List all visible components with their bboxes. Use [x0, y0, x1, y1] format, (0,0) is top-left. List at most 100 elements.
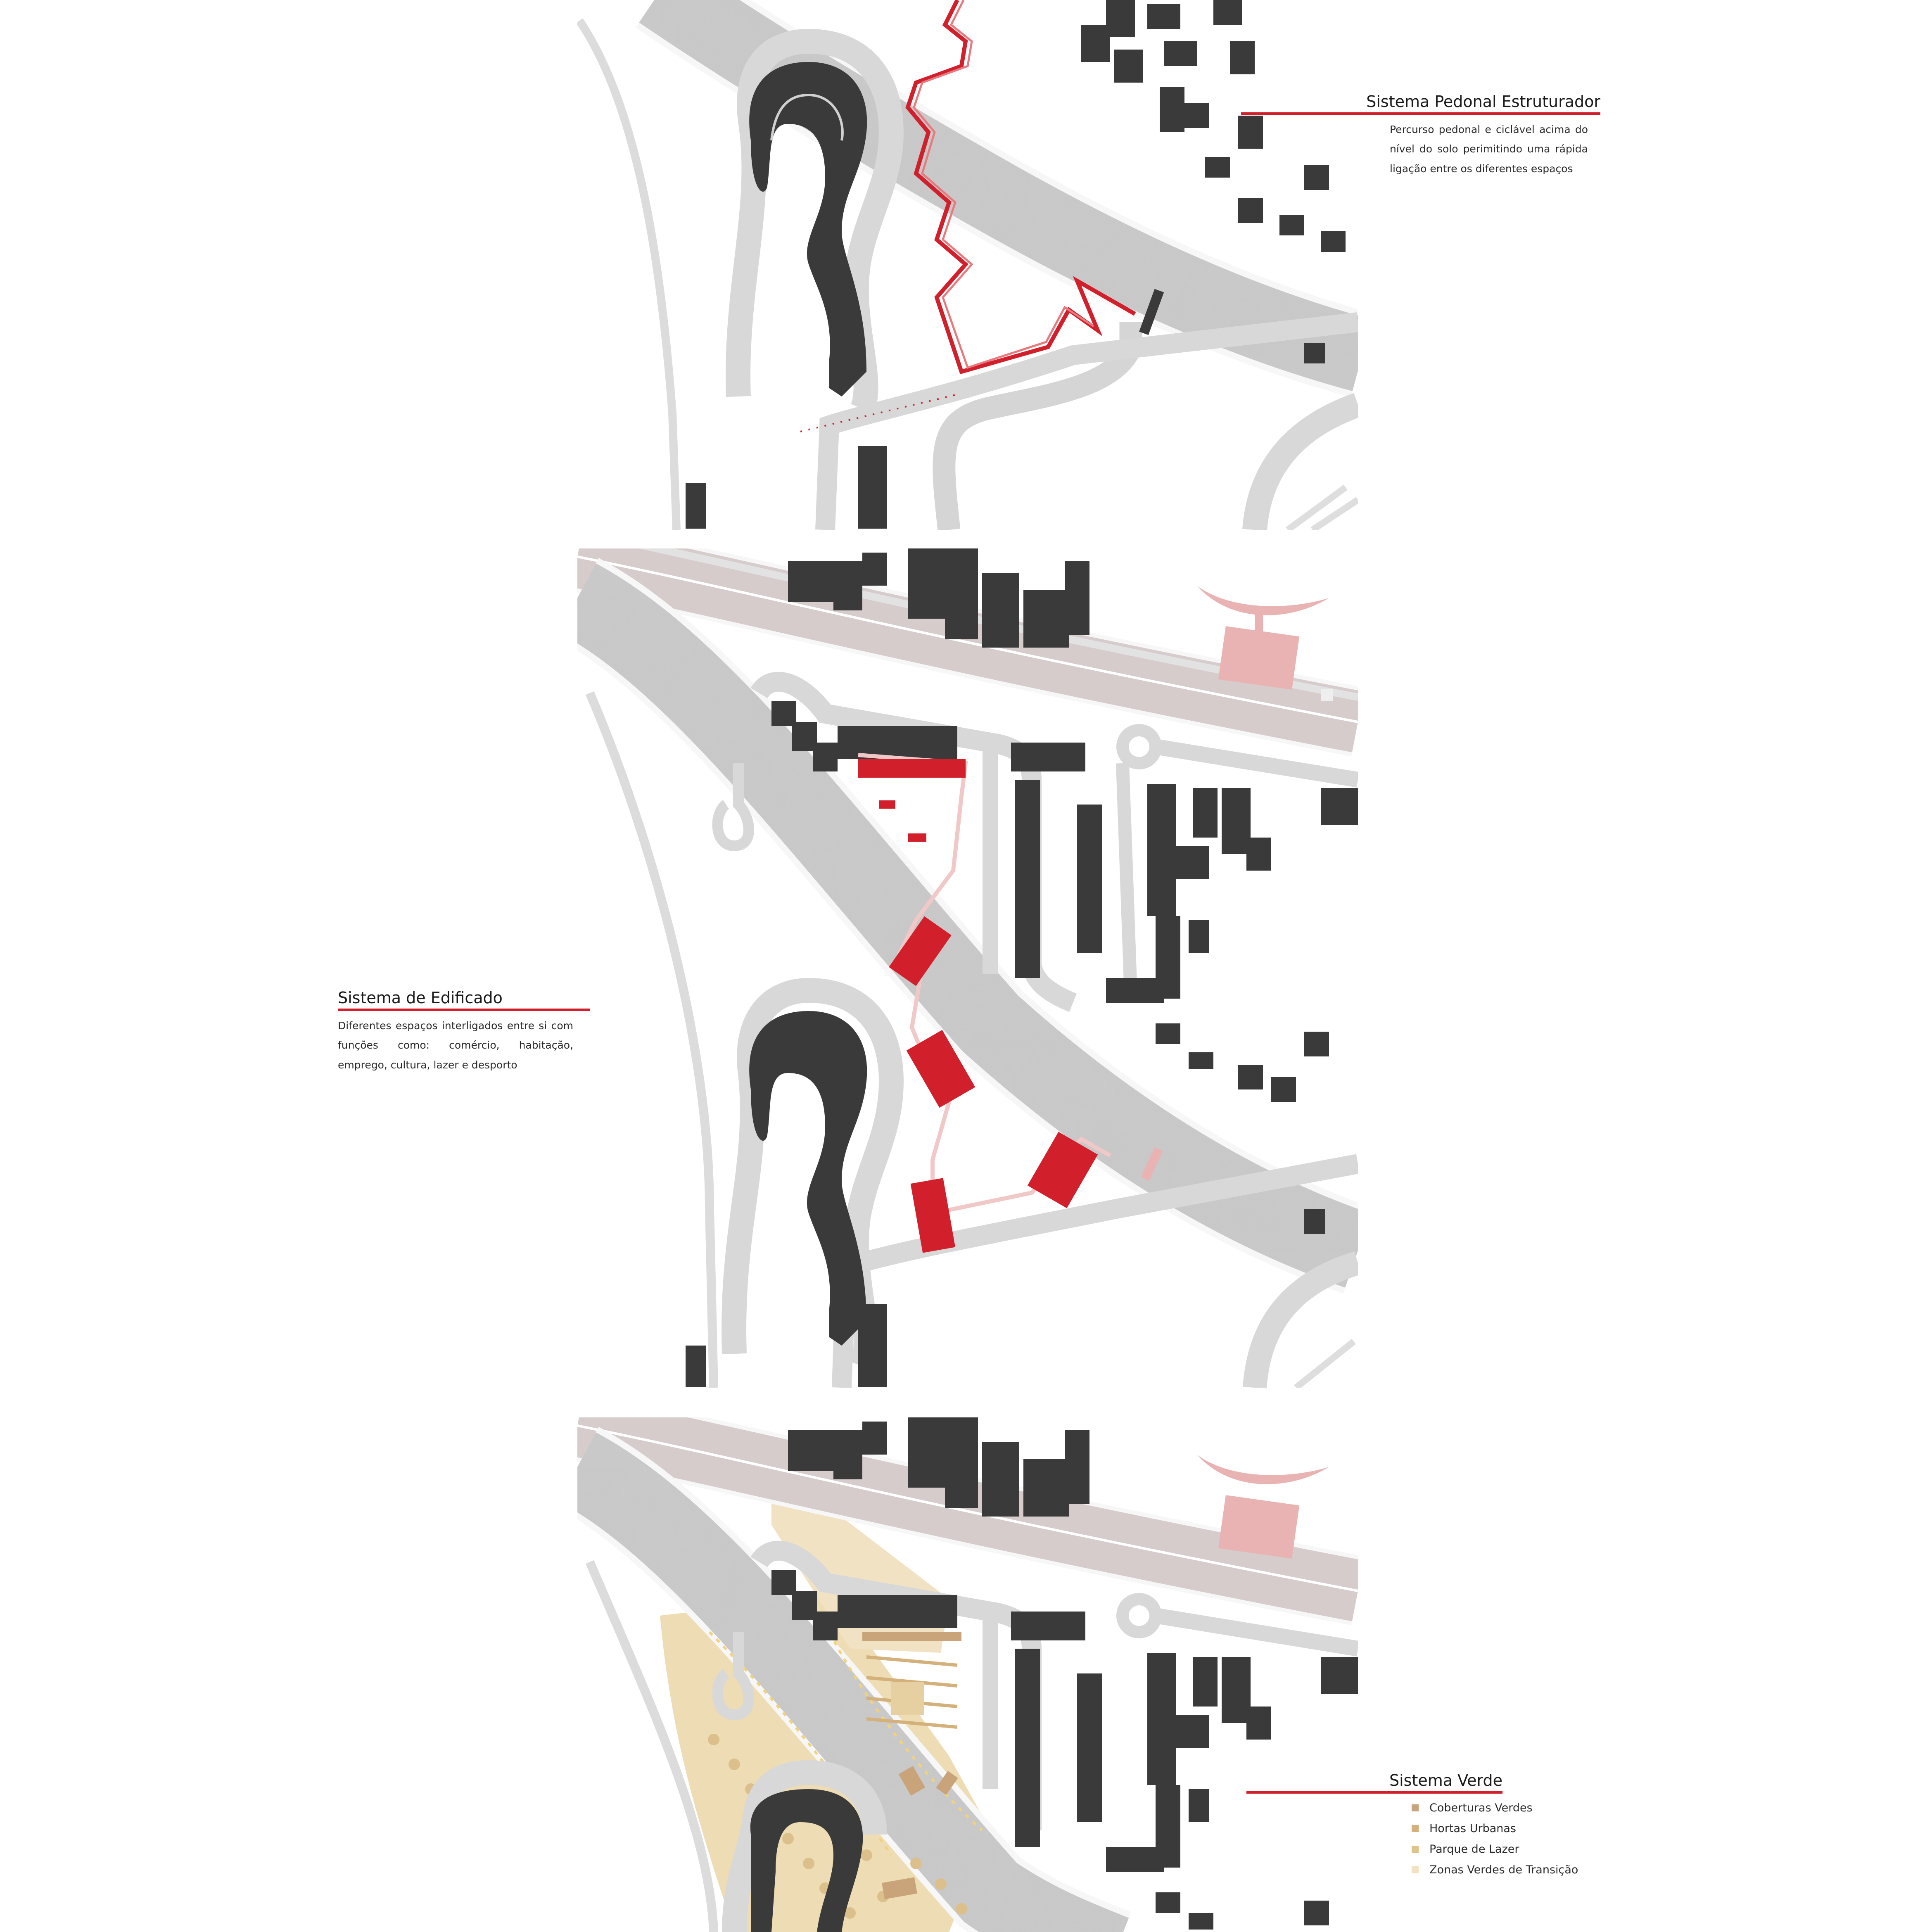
building-block — [1246, 838, 1271, 871]
legend-item: Zonas Verdes de Transição — [1412, 1860, 1578, 1880]
legend-label: Parque de Lazer — [1429, 1842, 1519, 1856]
red-building — [910, 1178, 956, 1253]
building-block — [1205, 157, 1230, 178]
building-block — [1238, 198, 1263, 223]
annotation-description-edificado: Diferentes espaços interligados entre si… — [338, 1019, 573, 1071]
legend-swatch — [1412, 1846, 1419, 1853]
building-block — [1011, 743, 1085, 771]
building-block — [1081, 25, 1110, 62]
building-block — [1139, 289, 1164, 335]
annotation-rule — [1246, 1791, 1502, 1794]
annotation-edificado: Sistema de Edificado Diferentes espaços … — [338, 989, 590, 1075]
loop-road-horseshoe — [722, 978, 904, 1371]
building-block — [1304, 1209, 1325, 1234]
pink-walkway — [858, 753, 1111, 1216]
pink-building — [1141, 1147, 1163, 1181]
pink-canopy — [1197, 586, 1329, 615]
legend-swatch — [1412, 1866, 1419, 1874]
annotation-title-verde: Sistema Verde — [1389, 1771, 1502, 1790]
loop-road — [726, 28, 904, 414]
building-block — [1222, 788, 1251, 854]
building-block — [858, 446, 887, 529]
green-roof — [882, 1877, 917, 1899]
building-block — [1189, 920, 1209, 953]
building-block — [1156, 1023, 1180, 1044]
building-block — [1065, 561, 1089, 635]
legend-label: Hortas Urbanas — [1429, 1822, 1516, 1835]
building-block — [1114, 50, 1143, 83]
pink-building — [1218, 626, 1300, 690]
building-block — [1193, 788, 1218, 838]
annotation-description-pedonal: Percurso pedonal e ciclável acima do nív… — [1390, 123, 1588, 175]
building-block — [1184, 103, 1209, 128]
map-panel-edificado — [577, 548, 1358, 1388]
horseshoe-building — [749, 1011, 867, 1346]
building-block — [1147, 4, 1180, 29]
building-block — [788, 561, 833, 602]
horseshoe-building — [749, 62, 867, 396]
building-block — [1189, 1052, 1213, 1069]
building-block — [1164, 41, 1197, 66]
pedestrian-path-inner — [913, 0, 1094, 369]
building-block — [686, 1346, 706, 1387]
building-block — [1238, 1065, 1263, 1089]
legend-item: Coberturas Verdes — [1412, 1798, 1533, 1818]
legend-swatch — [1412, 1825, 1419, 1832]
building-block — [1238, 116, 1263, 149]
map-verde-svg — [577, 1417, 1358, 1932]
red-building — [908, 833, 926, 842]
annotation-rule — [1241, 112, 1600, 115]
annotation-verde: Sistema Verde Coberturas Verdes Hortas U… — [1246, 1771, 1578, 1880]
building-block — [1279, 215, 1304, 235]
legend-item: Parque de Lazer — [1412, 1839, 1519, 1860]
annotation-title-pedonal: Sistema Pedonal Estruturador — [1366, 93, 1600, 111]
building-block — [838, 726, 957, 759]
side-road — [585, 691, 718, 1388]
building-block — [1015, 780, 1040, 978]
red-building — [889, 916, 952, 986]
legend-item: Hortas Urbanas — [1412, 1818, 1516, 1839]
building-block — [1271, 1077, 1296, 1102]
building-block — [1176, 846, 1209, 879]
map-edificado-svg — [577, 548, 1358, 1388]
horseshoe-building — [750, 1789, 863, 1932]
green-roof — [862, 1632, 961, 1641]
building-block — [862, 553, 887, 586]
red-building — [858, 759, 966, 778]
building-block — [1077, 805, 1102, 953]
building-block — [945, 548, 978, 639]
red-building — [1027, 1132, 1098, 1208]
building-block — [982, 573, 1019, 648]
green-roof — [936, 1771, 958, 1795]
legend-swatch — [1412, 1804, 1419, 1812]
side-road — [577, 18, 681, 530]
roundabout — [1116, 724, 1162, 769]
building-block — [1321, 788, 1358, 825]
building-block — [686, 483, 706, 529]
annotation-pedonal: Sistema Pedonal Estruturador Percurso pe… — [1241, 93, 1600, 178]
annotation-rule — [338, 1008, 590, 1011]
legend-verde: Coberturas Verdes Hortas Urbanas Parque … — [1246, 1798, 1578, 1880]
map-panel-pedonal — [577, 0, 1358, 530]
building-block — [858, 1304, 887, 1387]
red-building — [906, 1030, 975, 1108]
building-block — [1147, 784, 1176, 916]
annotation-title-edificado: Sistema de Edificado — [338, 989, 503, 1007]
building-block — [1106, 0, 1135, 37]
building-block — [1321, 231, 1346, 252]
building-block — [1304, 343, 1325, 363]
building-block — [1213, 0, 1242, 25]
legend-label: Zonas Verdes de Transição — [1429, 1863, 1578, 1876]
green-roof — [898, 1766, 926, 1796]
building-block — [908, 548, 945, 619]
building-block — [1230, 41, 1255, 74]
legend-label: Coberturas Verdes — [1429, 1801, 1533, 1814]
building-block — [1304, 165, 1329, 190]
map-pedonal-svg — [577, 0, 1358, 530]
building-block — [1304, 1032, 1329, 1056]
building-block — [1160, 87, 1184, 132]
red-building — [879, 800, 895, 809]
building-block — [813, 743, 838, 771]
building-block — [833, 561, 862, 610]
building-block — [1023, 590, 1069, 648]
